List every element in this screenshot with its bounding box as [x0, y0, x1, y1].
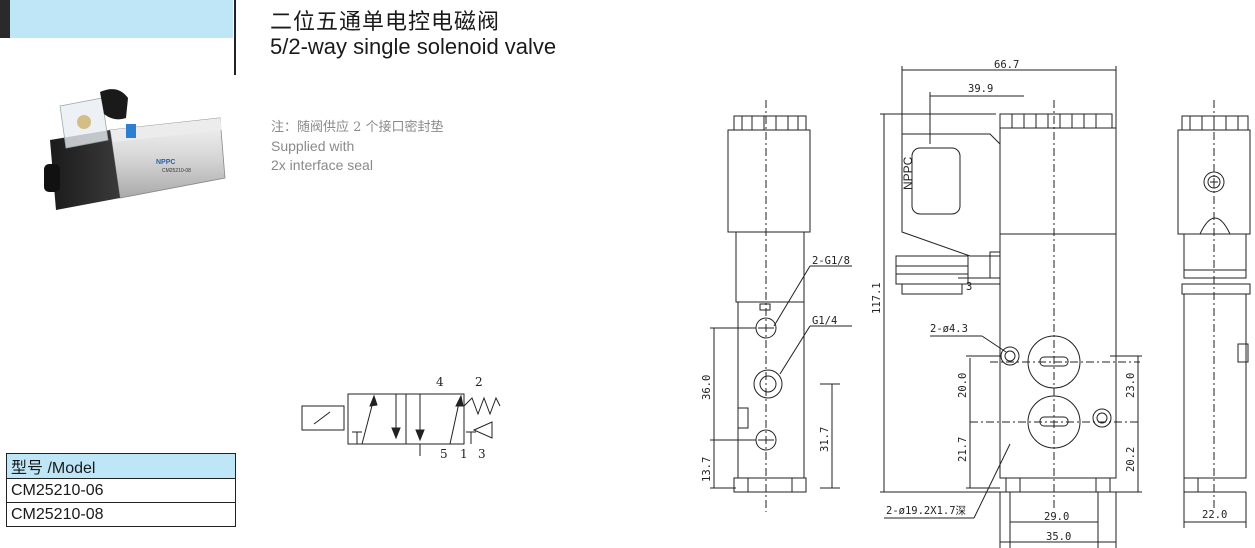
vertical-divider: [234, 0, 236, 75]
product-photo: NPPC CM25210-08: [44, 89, 226, 210]
title-english: 5/2-way single solenoid valve: [270, 34, 557, 59]
dim-66-7: 66.7: [994, 59, 1019, 71]
model-table: 型号 /Model CM25210-06 CM25210-08: [6, 453, 236, 527]
table-row: CM25210-06: [6, 478, 236, 503]
note-english-line1: Supplied with: [271, 138, 355, 154]
port-4-label: 4: [436, 375, 444, 389]
port-g14-label: G1/4: [812, 315, 837, 327]
note-english-line2: 2x interface seal: [271, 157, 373, 173]
photo-model-label: CM25210-08: [162, 168, 191, 174]
port-3-label: 3: [478, 447, 486, 461]
port-2-label: 2: [475, 375, 483, 389]
dim-117-1: 117.1: [871, 282, 883, 314]
table-row: CM25210-08: [6, 502, 236, 527]
dim-22-0: 22.0: [1202, 509, 1227, 521]
supply-note: 注：随阀供应 2 个接口密封垫 Supplied with 2x interfa…: [271, 118, 444, 175]
dim-39-9: 39.9: [968, 83, 993, 95]
header-accent: [0, 0, 10, 38]
port-1-label: 1: [460, 447, 468, 461]
model-table-header: 型号 /Model: [6, 453, 236, 479]
photo-brand-label: NPPC: [156, 159, 175, 166]
pneumatic-symbol: 4 2 5 1 3: [301, 375, 501, 461]
dim-35-0: 35.0: [1046, 531, 1071, 543]
note-chinese: 注：随阀供应 2 个接口密封垫: [271, 120, 444, 135]
dim-23-0: 23.0: [1125, 373, 1137, 398]
counterbore-label: 2-ø19.2X1.7深: [886, 505, 966, 517]
dim-36-0: 36.0: [701, 375, 713, 400]
dim-20-2: 20.2: [1125, 447, 1137, 472]
title-chinese: 二位五通单电控电磁阀: [270, 10, 501, 35]
dim-29-0: 29.0: [1044, 511, 1069, 523]
hole-2-43-label: 2-ø4.3: [930, 323, 968, 335]
dimension-drawing: NPPC 66.7 39.9 117.1 2-G1/8 G1/4 3 2-ø4.…: [701, 59, 1251, 548]
port-5-label: 5: [440, 447, 448, 461]
dim-20-0: 20.0: [957, 373, 969, 398]
dim-13-7: 13.7: [701, 457, 713, 482]
dim-31-7: 31.7: [819, 427, 831, 452]
coil-brand-label: NPPC: [901, 156, 915, 190]
header-bar: [0, 0, 233, 38]
port-2-g18-label: 2-G1/8: [812, 255, 850, 267]
dim-21-7: 21.7: [957, 437, 969, 462]
dim-3: 3: [966, 281, 972, 293]
